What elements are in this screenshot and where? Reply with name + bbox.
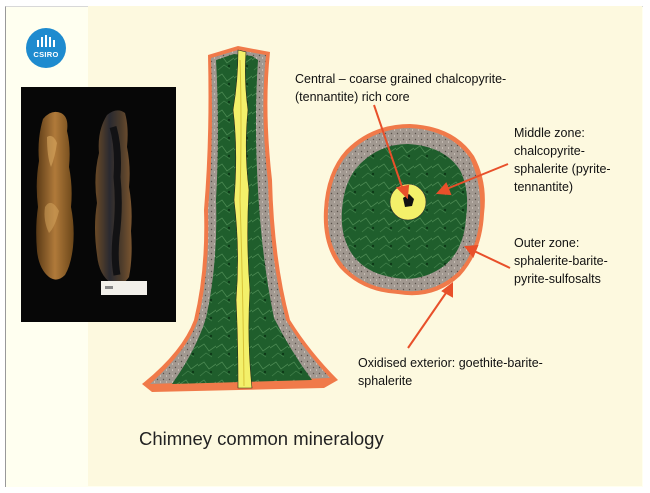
- outer-label-line1: Outer zone:: [514, 234, 579, 252]
- middle-label-line4: tennantite): [514, 178, 573, 196]
- core-label-line2: (tennantite) rich core: [295, 88, 410, 106]
- oxidised-arrow: [408, 290, 448, 348]
- middle-label-line1: Middle zone:: [514, 124, 585, 142]
- oxidised-label-line2: sphalerite: [358, 372, 412, 390]
- slide-caption: Chimney common mineralogy: [139, 428, 384, 450]
- middle-label-line3: sphalerite (pyrite-: [514, 160, 611, 178]
- outer-label-line2: sphalerite-barite-: [514, 252, 608, 270]
- outer-label-line3: pyrite-sulfosalts: [514, 270, 601, 288]
- middle-label-line2: chalcopyrite-: [514, 142, 585, 160]
- core-label-line1: Central – coarse grained chalcopyrite-: [295, 70, 506, 88]
- chimney-cross-section: [324, 124, 485, 295]
- outer-arrow: [472, 250, 510, 268]
- oxidised-label-line1: Oxidised exterior: goethite-barite-: [358, 354, 543, 372]
